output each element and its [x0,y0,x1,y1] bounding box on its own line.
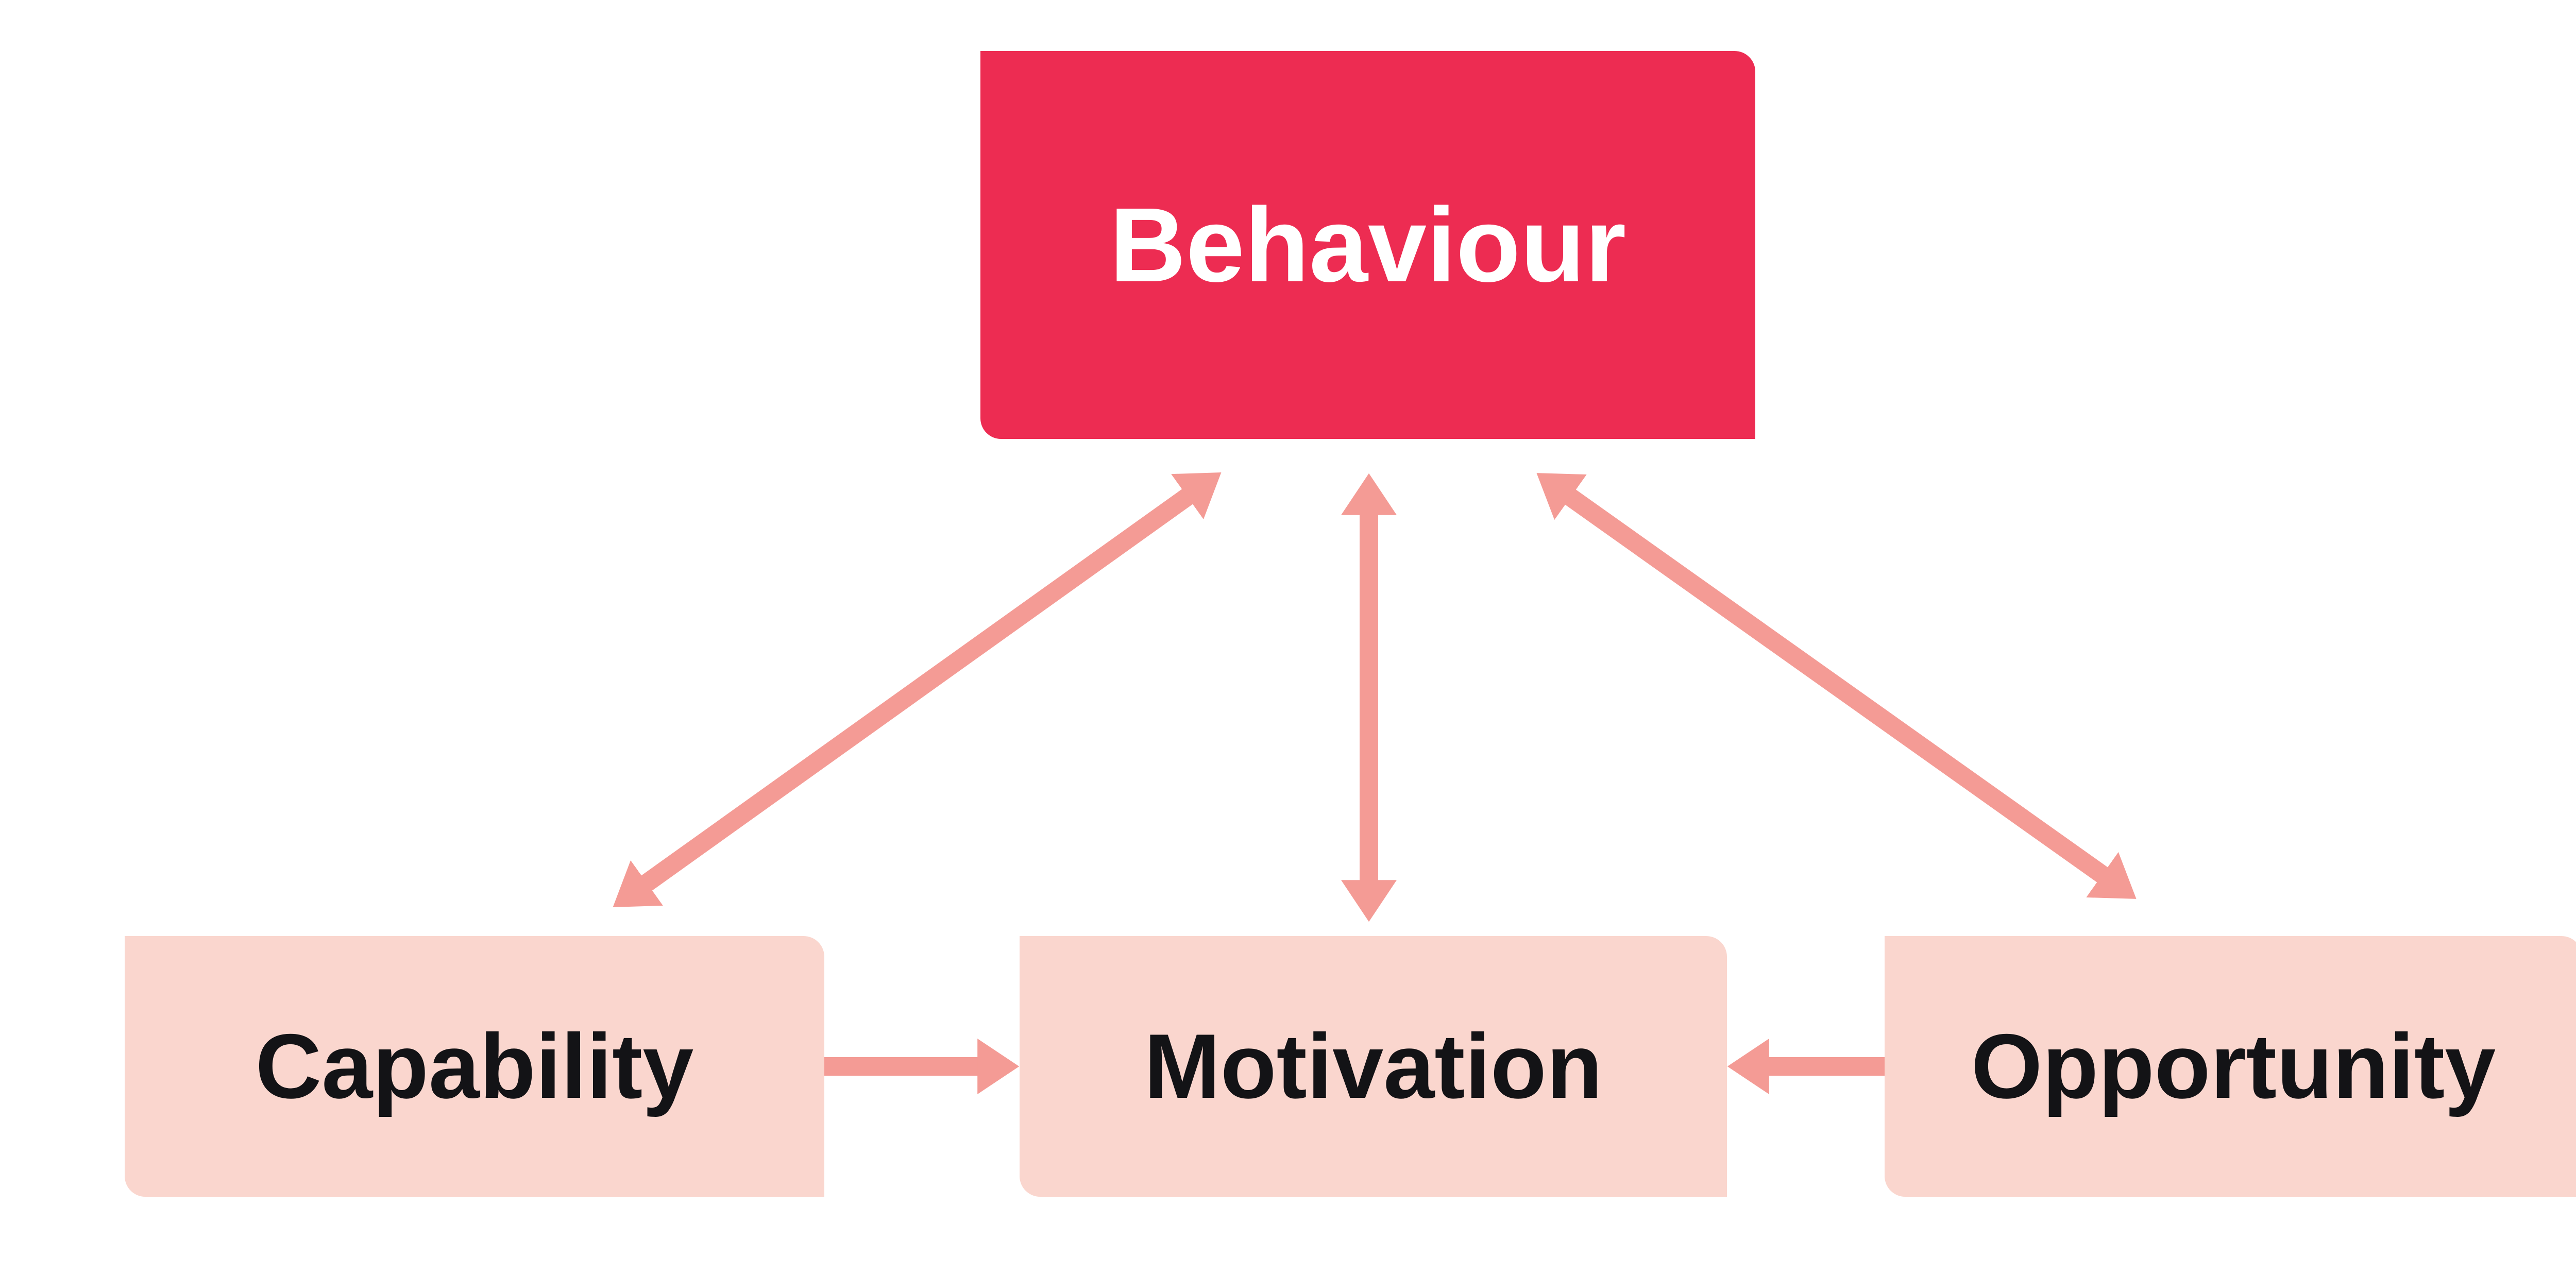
node-behaviour: Behaviour [980,51,1755,439]
node-behaviour-label: Behaviour [1109,186,1626,304]
node-capability-label: Capability [255,1015,694,1117]
node-opportunity-label: Opportunity [1971,1015,2496,1117]
node-motivation: Motivation [1020,936,1727,1197]
edge-capability-behaviour-double-arrow [613,472,1222,908]
node-motivation-label: Motivation [1144,1015,1603,1117]
edge-opportunity-behaviour-double-arrow [1536,473,2137,899]
node-opportunity: Opportunity [1885,936,2576,1197]
node-capability: Capability [125,936,824,1197]
